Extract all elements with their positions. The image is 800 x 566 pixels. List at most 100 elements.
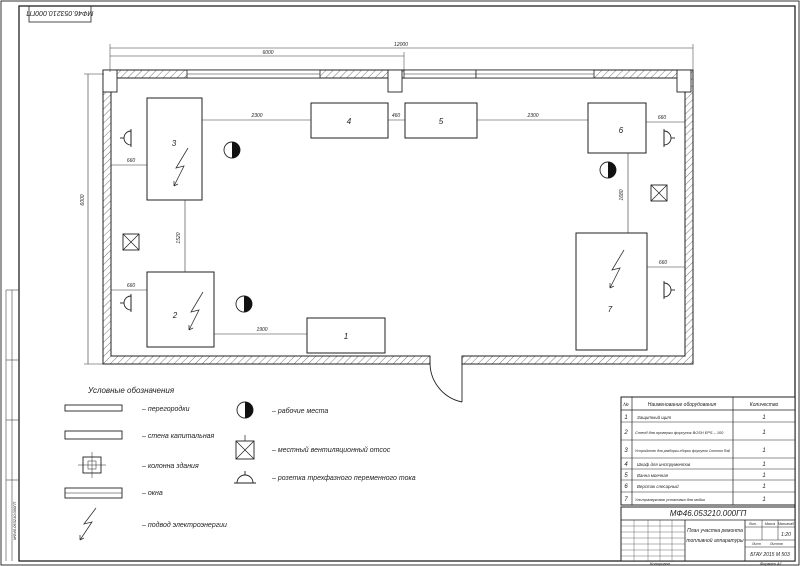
mass-header: Масса xyxy=(765,522,775,526)
table-row: Стенд для проверки форсунок BOSH EPS – 1… xyxy=(635,430,724,435)
equipment-6 xyxy=(587,102,647,154)
table-header-num: № xyxy=(623,402,629,408)
organization: БГАУ 2015 М 503 xyxy=(750,552,790,558)
power-supply-icon xyxy=(609,249,625,289)
power-supply-icon xyxy=(173,147,189,187)
dim-wall-3: 660 xyxy=(127,158,136,164)
socket-icon xyxy=(120,129,132,147)
drawing-name-line2: топливной аппаратуры xyxy=(686,537,743,544)
table-row: 7 xyxy=(624,497,628,503)
table-row: 5 xyxy=(624,473,628,479)
top-stamp-text: МФ46.053210.000ГП xyxy=(26,9,94,16)
table-header-qty: Количество xyxy=(750,402,779,408)
table-row: Устройство для разборки-сборки форсунок … xyxy=(635,449,730,453)
table-row: 1 xyxy=(762,448,765,454)
equipment-7 xyxy=(575,232,648,351)
sheets-header: Листов xyxy=(769,542,783,546)
table-row: 3 xyxy=(624,448,628,454)
table-row: 4 xyxy=(624,462,628,468)
ventilation-exhaust-icon xyxy=(235,435,255,460)
socket-icon xyxy=(663,281,675,299)
column-symbol xyxy=(78,452,106,478)
dim-3-2: 1520 xyxy=(176,232,182,243)
legend-column: – колонна здания xyxy=(141,462,199,470)
dim-half: 6000 xyxy=(262,50,273,56)
dim-total: 12000 xyxy=(394,42,408,48)
left-margin-strip: МФ46.053210.000ГП xyxy=(5,289,19,561)
legend-socket: – розетка трехфазного переменного тока xyxy=(271,475,416,482)
dim-wall-7: 660 xyxy=(659,260,668,266)
window-symbol xyxy=(64,487,123,499)
inner-frame xyxy=(18,5,796,562)
label-2: 2 xyxy=(172,311,178,320)
equipment-5 xyxy=(404,102,478,139)
table-header-name: Наименование оборудования xyxy=(648,402,717,408)
table-row: Верстак слесарный xyxy=(637,484,679,489)
partition-symbol xyxy=(64,404,123,412)
door-swing xyxy=(429,363,463,403)
ventilation-exhaust-icon xyxy=(650,184,668,202)
socket-icon xyxy=(234,471,256,484)
dim-6-7: 1680 xyxy=(619,189,625,200)
scale-header: Масштаб xyxy=(778,522,795,526)
label-7: 7 xyxy=(608,305,613,314)
table-row: 2 xyxy=(623,430,628,436)
table-row: 1 xyxy=(762,430,765,436)
legend-window: – окна xyxy=(141,490,163,497)
ventilation-exhaust-icon xyxy=(122,233,140,251)
workplace-icon xyxy=(599,161,617,179)
dim-height: 6000 xyxy=(80,194,86,205)
copied-by: Копировал xyxy=(650,561,671,566)
inner-dimension-lines xyxy=(111,119,685,335)
dim-4-5: 460 xyxy=(392,113,401,119)
table-row: 1 xyxy=(762,462,765,468)
table-row: 1 xyxy=(762,415,765,421)
workplace-icon xyxy=(223,141,241,159)
table-row: Ультразвуковая установка для мойки xyxy=(635,497,706,502)
table-row: 1 xyxy=(762,484,765,490)
scale-value: 1:20 xyxy=(781,532,791,538)
drawing-code: МФ46.053210.000ГП xyxy=(670,509,747,518)
label-4: 4 xyxy=(347,117,352,126)
table-row: 1 xyxy=(762,473,765,479)
workplace-icon xyxy=(235,295,253,313)
column-mid xyxy=(387,69,403,93)
dim-5-6: 2300 xyxy=(526,113,538,119)
table-row: Шкаф для инструментов xyxy=(637,462,691,467)
table-row: Защитный щит xyxy=(637,415,671,420)
table-row: 1 xyxy=(762,497,765,503)
title-block: МФ46.053210.000ГП План участка ремонта т… xyxy=(620,506,796,566)
dim-3-4: 2300 xyxy=(250,113,262,119)
top-stamp: МФ46.053210.000ГП xyxy=(26,5,94,23)
legend-ventilation: – местный вентиляционный отсос xyxy=(271,446,391,454)
power-supply-icon xyxy=(188,291,204,331)
lit-header: Лит. xyxy=(748,522,757,526)
dim-wall-2: 660 xyxy=(127,283,136,289)
label-5: 5 xyxy=(439,117,444,126)
workplace-icon xyxy=(236,401,254,419)
dim-2-1: 1900 xyxy=(256,327,267,333)
legend-wall: – стена капитальная xyxy=(141,433,215,440)
legend-workplace: – рабочие места xyxy=(271,407,328,415)
legend: Условные обозначения – перегородки – сте… xyxy=(64,386,416,541)
dim-wall-6: 660 xyxy=(658,115,667,121)
label-1: 1 xyxy=(344,332,348,341)
table-row: 6 xyxy=(624,484,628,490)
capital-wall-symbol xyxy=(64,430,123,440)
column-right xyxy=(676,69,692,93)
equipment-2 xyxy=(146,271,215,348)
legend-title: Условные обозначения xyxy=(87,386,175,395)
legend-power: – подвод электроэнергии xyxy=(141,521,227,529)
power-supply-icon xyxy=(79,507,97,541)
socket-icon xyxy=(120,294,132,312)
sheet-format: Формат А1 xyxy=(760,561,782,566)
side-text: МФ46.053210.000ГП xyxy=(12,502,17,540)
legend-partition: – перегородки xyxy=(141,405,190,413)
column-left xyxy=(102,69,118,93)
table-row: 1 xyxy=(624,415,627,421)
equipment-4 xyxy=(310,102,389,139)
socket-icon xyxy=(663,129,675,147)
equipment-1 xyxy=(306,317,386,354)
